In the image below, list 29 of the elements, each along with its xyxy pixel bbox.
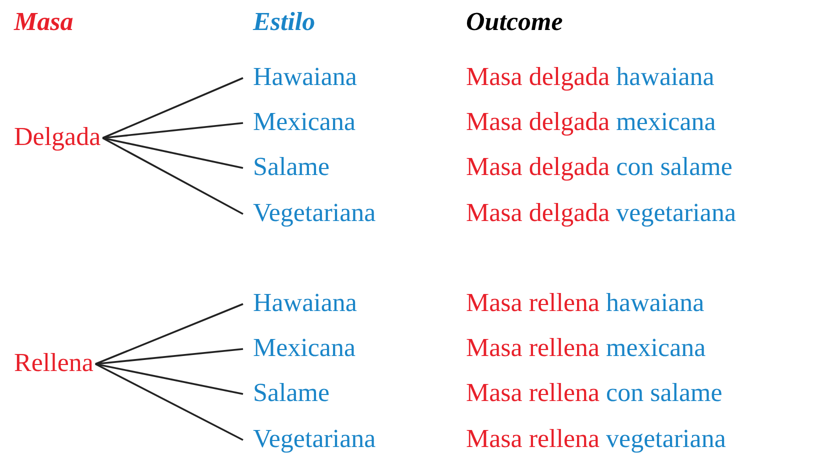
column-header: Estilo bbox=[253, 7, 316, 37]
column-header: Outcome bbox=[466, 7, 563, 37]
style-option-text: Salame bbox=[253, 152, 330, 182]
outcome-text: Masa rellena hawaiana bbox=[466, 288, 704, 318]
outcome-text: Masa delgada mexicana bbox=[466, 107, 716, 137]
style-option-text: Mexicana bbox=[253, 107, 356, 137]
style-option-text: Salame bbox=[253, 378, 330, 408]
tree-branch-line bbox=[95, 363, 244, 395]
style-option-text: Vegetariana bbox=[253, 198, 376, 228]
outcome-text: Masa rellena con salame bbox=[466, 378, 722, 408]
outcome-text: Masa delgada hawaiana bbox=[466, 62, 714, 92]
tree-branch-line bbox=[102, 77, 244, 139]
style-option-text: Hawaiana bbox=[253, 62, 357, 92]
outcome-text: Masa rellena mexicana bbox=[466, 333, 706, 363]
tree-branch-line bbox=[95, 363, 244, 441]
crust-option-text: Delgada bbox=[14, 122, 101, 152]
tree-branch-line bbox=[102, 137, 244, 215]
tree-branch-line bbox=[102, 122, 244, 139]
outcome-text: Masa delgada vegetariana bbox=[466, 198, 736, 228]
tree-branch-line bbox=[102, 137, 244, 169]
tree-branch-line bbox=[95, 348, 244, 365]
outcome-text: Masa delgada con salame bbox=[466, 152, 732, 182]
style-option-text: Mexicana bbox=[253, 333, 356, 363]
style-option-text: Vegetariana bbox=[253, 424, 376, 454]
column-header: Masa bbox=[14, 7, 74, 37]
tree-branch-line bbox=[95, 303, 244, 365]
style-option-text: Hawaiana bbox=[253, 288, 357, 318]
outcome-text: Masa rellena vegetariana bbox=[466, 424, 726, 454]
crust-option-text: Rellena bbox=[14, 348, 94, 378]
